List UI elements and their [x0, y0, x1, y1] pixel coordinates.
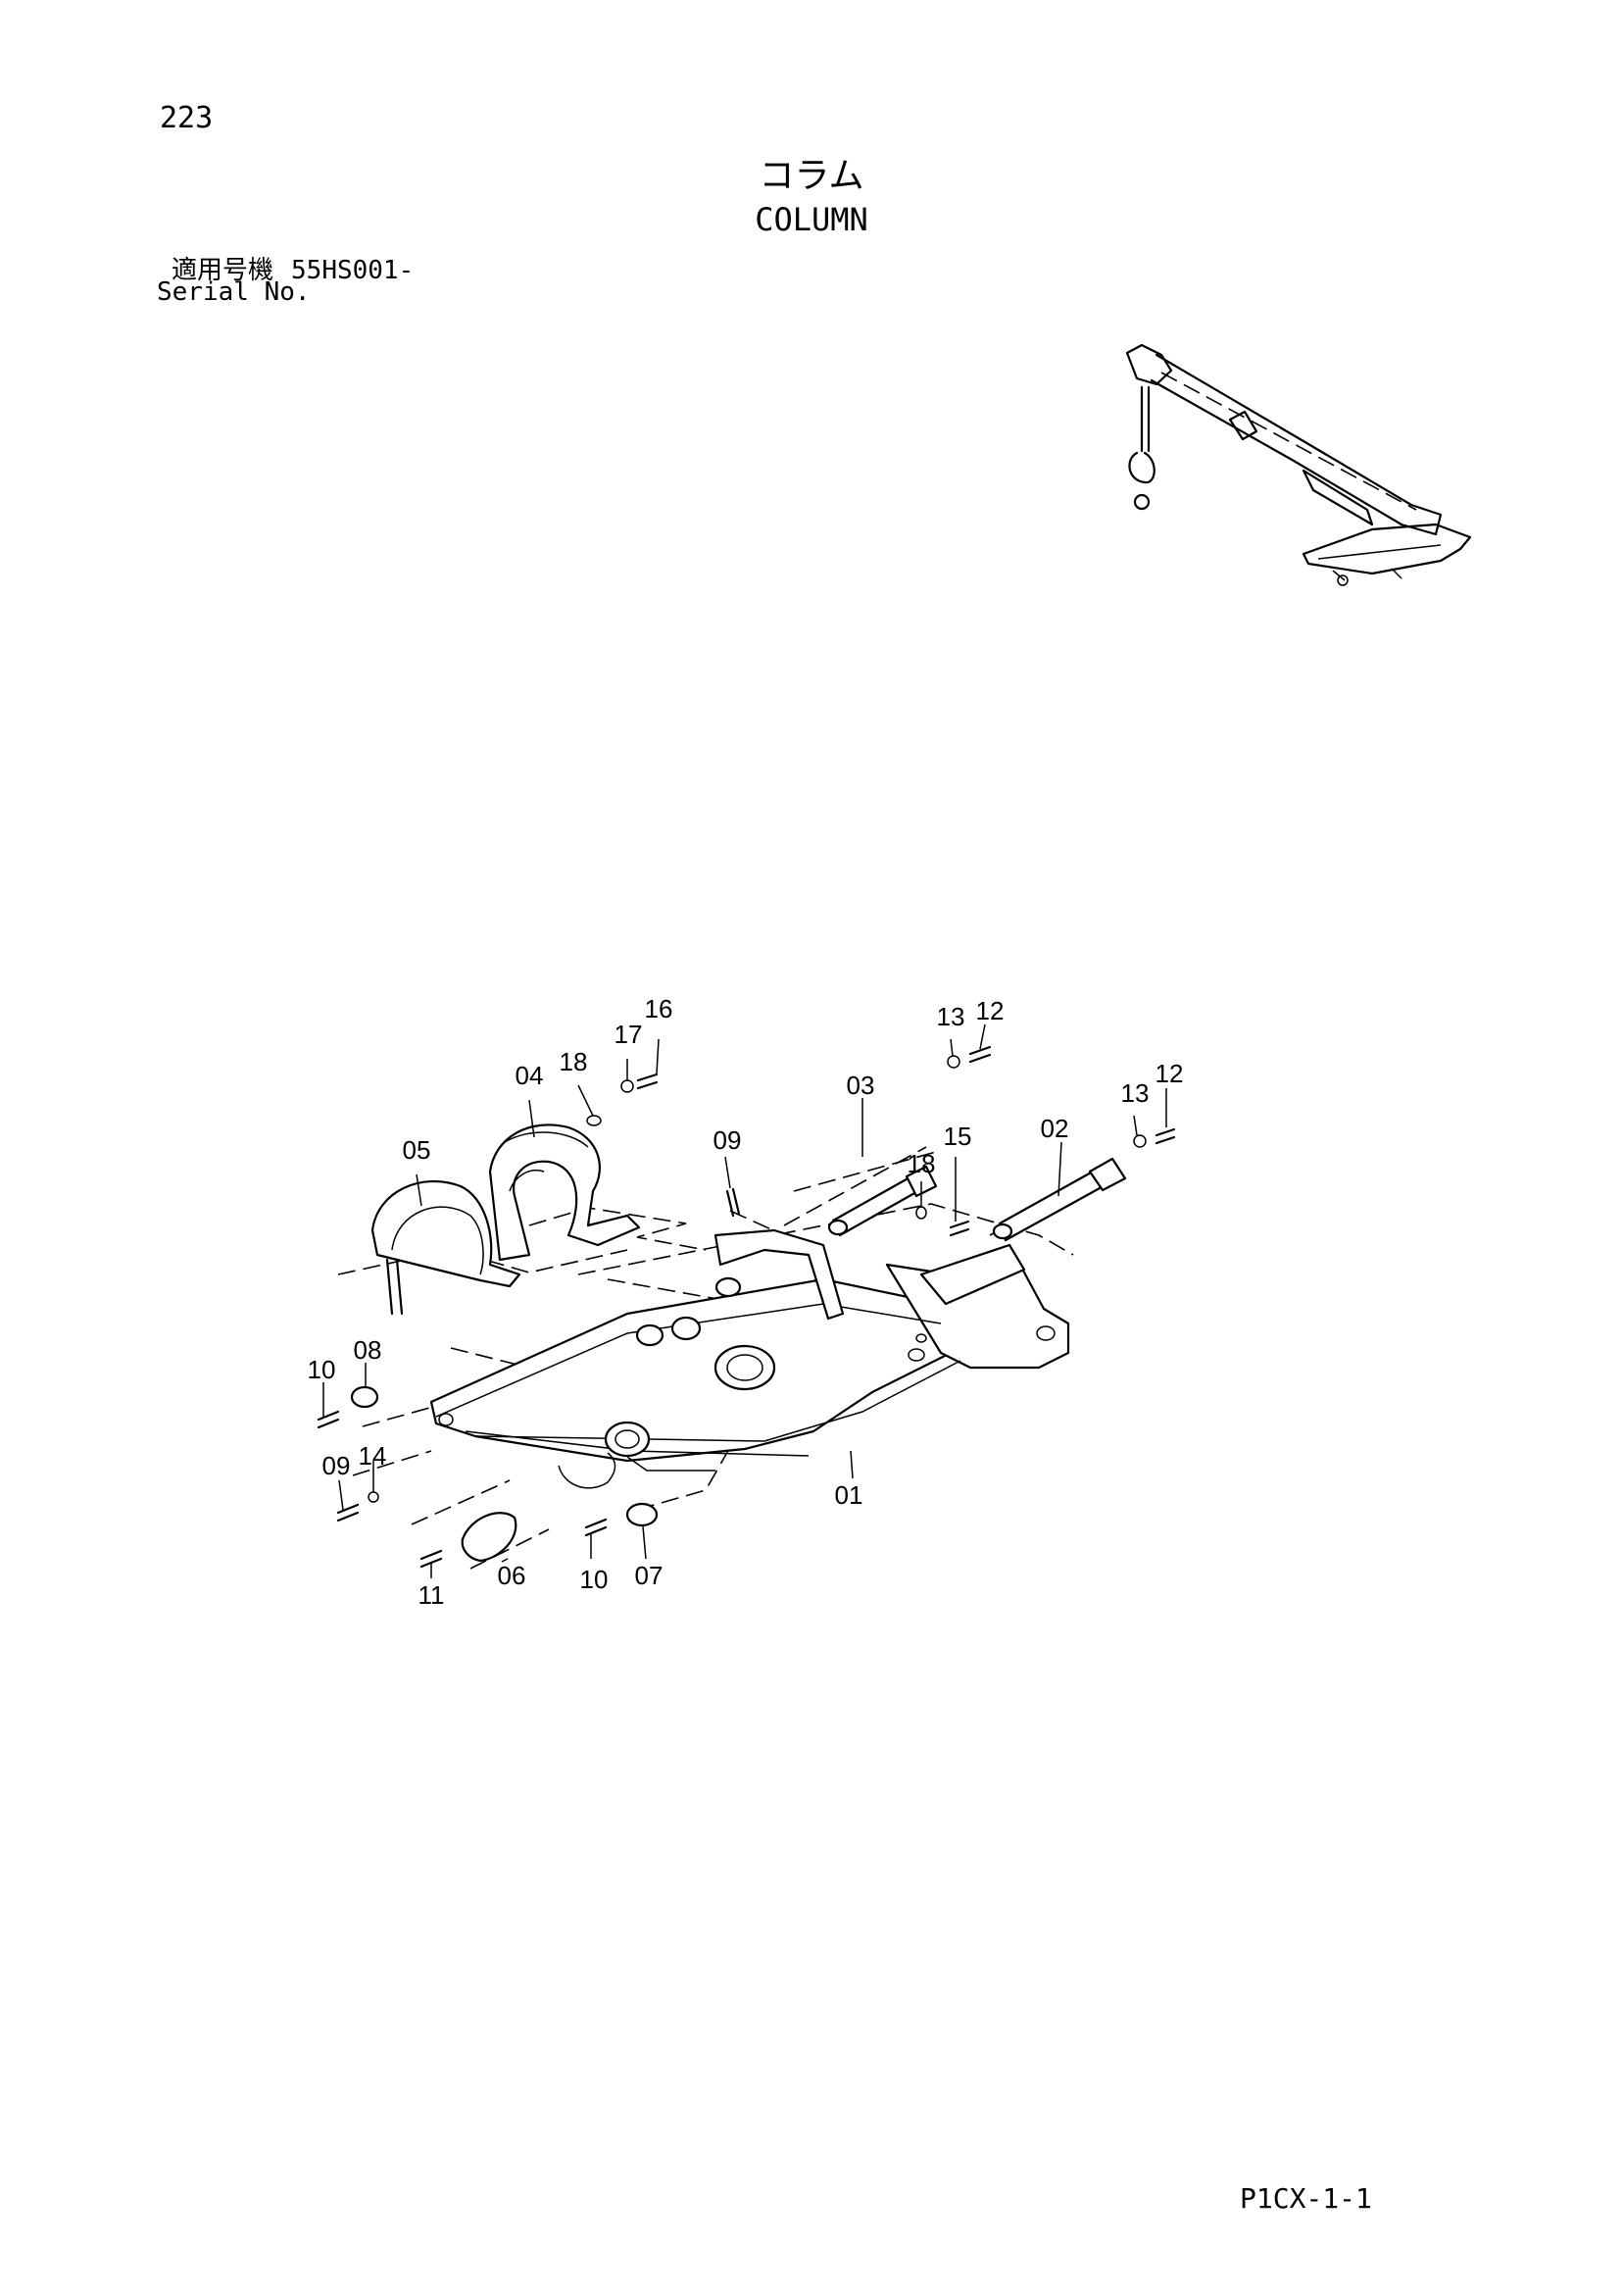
serial-label-english: Serial No. [157, 277, 311, 307]
page-title-japanese: コラム [759, 156, 864, 196]
callout-10: 10 [580, 1565, 609, 1594]
callout-13: 13 [1121, 1078, 1150, 1108]
callout-17: 17 [615, 1020, 643, 1049]
page-number: 223 [160, 101, 214, 135]
callout-09: 09 [322, 1451, 351, 1480]
serial-number-value: 55HS001- [291, 256, 415, 285]
callout-07: 07 [635, 1561, 664, 1590]
callout-15: 15 [944, 1122, 972, 1151]
column-exploded-view [317, 1045, 1176, 1570]
callout-18: 18 [560, 1047, 588, 1076]
callout-04: 04 [516, 1061, 544, 1090]
callout-18: 18 [908, 1149, 936, 1178]
callout-12: 12 [1156, 1059, 1184, 1088]
callout-13: 13 [937, 1002, 965, 1031]
callout-labels: 16 17 18 04 05 13 12 03 09 18 15 13 12 0… [308, 994, 1184, 1610]
callout-01: 01 [835, 1480, 863, 1510]
callout-02: 02 [1041, 1114, 1069, 1143]
callout-09: 09 [713, 1125, 742, 1155]
callout-14: 14 [359, 1441, 387, 1471]
callout-11: 11 [418, 1580, 445, 1610]
callout-06: 06 [498, 1561, 526, 1590]
callout-08: 08 [354, 1335, 382, 1365]
serial-label-japanese: 適用号機 [172, 256, 274, 285]
page-title-english: COLUMN [755, 201, 868, 238]
callout-12: 12 [976, 996, 1005, 1025]
serial-applicability-line: 適用号機 55HS001- [172, 250, 414, 286]
crane-thumbnail [1125, 343, 1472, 586]
callout-05: 05 [403, 1135, 431, 1165]
callout-16: 16 [645, 994, 673, 1023]
callout-10: 10 [308, 1355, 336, 1384]
page-code: P1CX-1-1 [1240, 2182, 1372, 2215]
callout-03: 03 [847, 1071, 875, 1100]
